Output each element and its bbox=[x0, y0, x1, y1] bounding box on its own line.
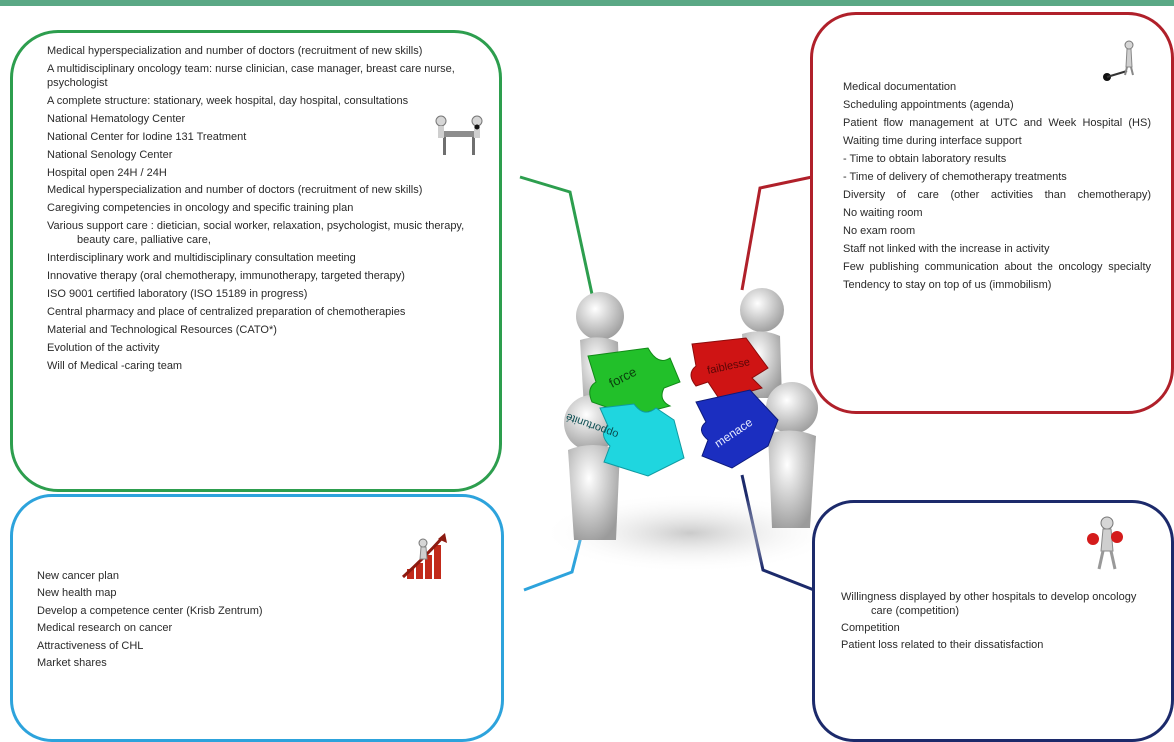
figure-boxing-icon bbox=[1087, 516, 1123, 570]
opportunities-item: Attractiveness of CHL bbox=[37, 639, 144, 652]
puzzle-figures-illustration: force faiblesse opportunité menace bbox=[540, 288, 840, 573]
strengths-item: National Senology Center bbox=[47, 148, 173, 161]
strengths-item: Innovative therapy (oral chemotherapy, i… bbox=[47, 270, 405, 283]
threats-item: Willingness displayed by other hospitals… bbox=[841, 591, 1137, 617]
strengths-list: Medical hyperspecialization and number o… bbox=[47, 45, 479, 374]
strengths-item: National Hematology Center bbox=[47, 112, 186, 125]
threats-box: Willingness displayed by other hospitals… bbox=[812, 500, 1174, 742]
strengths-item: A multidisciplinary oncology team: nurse… bbox=[47, 62, 455, 89]
opportunities-item: New health map bbox=[37, 587, 117, 600]
threats-list: Willingness displayed by other hospitals… bbox=[841, 591, 1155, 653]
growth-chart-icon bbox=[401, 533, 447, 579]
opportunities-item: Develop a competence center (Krisb Zentr… bbox=[37, 604, 263, 617]
strengths-item: Central pharmacy and place of centralize… bbox=[47, 305, 406, 318]
weaknesses-item: - Time to obtain laboratory results bbox=[843, 152, 1007, 165]
weaknesses-list: Medical documentation Scheduling appoint… bbox=[843, 81, 1151, 292]
strengths-item: Interdisciplinary work and multidiscipli… bbox=[47, 252, 356, 265]
figure-balancing-icon bbox=[1103, 40, 1134, 81]
strengths-item: ISO 9001 certified laboratory (ISO 15189… bbox=[47, 288, 308, 300]
puzzle-piece-cyan bbox=[599, 403, 685, 477]
top-accent-bar bbox=[0, 0, 1174, 6]
weaknesses-item: Tendency to stay on top of us (immobilis… bbox=[843, 278, 1052, 291]
strengths-item: Medical hyperspecialization and number o… bbox=[47, 45, 423, 57]
weaknesses-item: No waiting room bbox=[843, 206, 923, 219]
strengths-item: Various support care : dietician, social… bbox=[47, 220, 465, 247]
weaknesses-item: Scheduling appointments (agenda) bbox=[843, 98, 1014, 111]
weaknesses-item: Waiting time during interface support bbox=[843, 134, 1022, 147]
puzzle-piece-green bbox=[587, 347, 681, 417]
opportunities-list: New cancer plan New health map Develop a… bbox=[37, 570, 481, 671]
doctors-discussion-icon bbox=[435, 115, 483, 155]
strengths-item: Will of Medical -caring team bbox=[47, 359, 183, 372]
puzzle-piece-red bbox=[690, 337, 769, 401]
strengths-item: Medical hyperspecialization and number o… bbox=[47, 184, 423, 197]
weaknesses-item: Few publishing communication about the o… bbox=[843, 260, 1151, 273]
strengths-item: Material and Technological Resources (CA… bbox=[47, 323, 277, 336]
strengths-box: Medical hyperspecialization and number o… bbox=[10, 30, 502, 492]
strengths-item: Evolution of the activity bbox=[47, 341, 160, 354]
opportunities-box: New cancer plan New health map Develop a… bbox=[10, 494, 504, 742]
weaknesses-item: - Time of delivery of chemotherapy treat… bbox=[843, 170, 1067, 183]
weaknesses-item: Diversity of care (other activities than… bbox=[843, 188, 1151, 201]
weaknesses-connector bbox=[740, 175, 813, 291]
strengths-item: National Center for Iodine 131 Treatment bbox=[47, 130, 247, 143]
weaknesses-item: Medical documentation bbox=[843, 81, 957, 93]
strengths-item: A complete structure: stationary, week h… bbox=[47, 94, 409, 107]
opportunities-item: New cancer plan bbox=[37, 570, 119, 582]
strengths-item: Caregiving competencies in oncology and … bbox=[47, 202, 354, 215]
puzzle-piece-blue bbox=[695, 389, 779, 469]
threats-item: Patient loss related to their dissatisfa… bbox=[841, 639, 1044, 652]
threats-item: Competition bbox=[841, 621, 900, 634]
opportunities-item: Medical research on cancer bbox=[37, 622, 173, 635]
figure-bottom-right bbox=[766, 382, 818, 528]
weaknesses-item: Staff not linked with the increase in ac… bbox=[843, 242, 1050, 255]
strengths-connector bbox=[519, 175, 600, 323]
strengths-item: Hospital open 24H / 24H bbox=[47, 166, 167, 179]
weaknesses-item: No exam room bbox=[843, 224, 916, 237]
weaknesses-box: Medical documentation Scheduling appoint… bbox=[810, 12, 1174, 414]
opportunities-item: Market shares bbox=[37, 656, 107, 669]
weaknesses-item: Patient flow management at UTC and Week … bbox=[843, 116, 1151, 129]
